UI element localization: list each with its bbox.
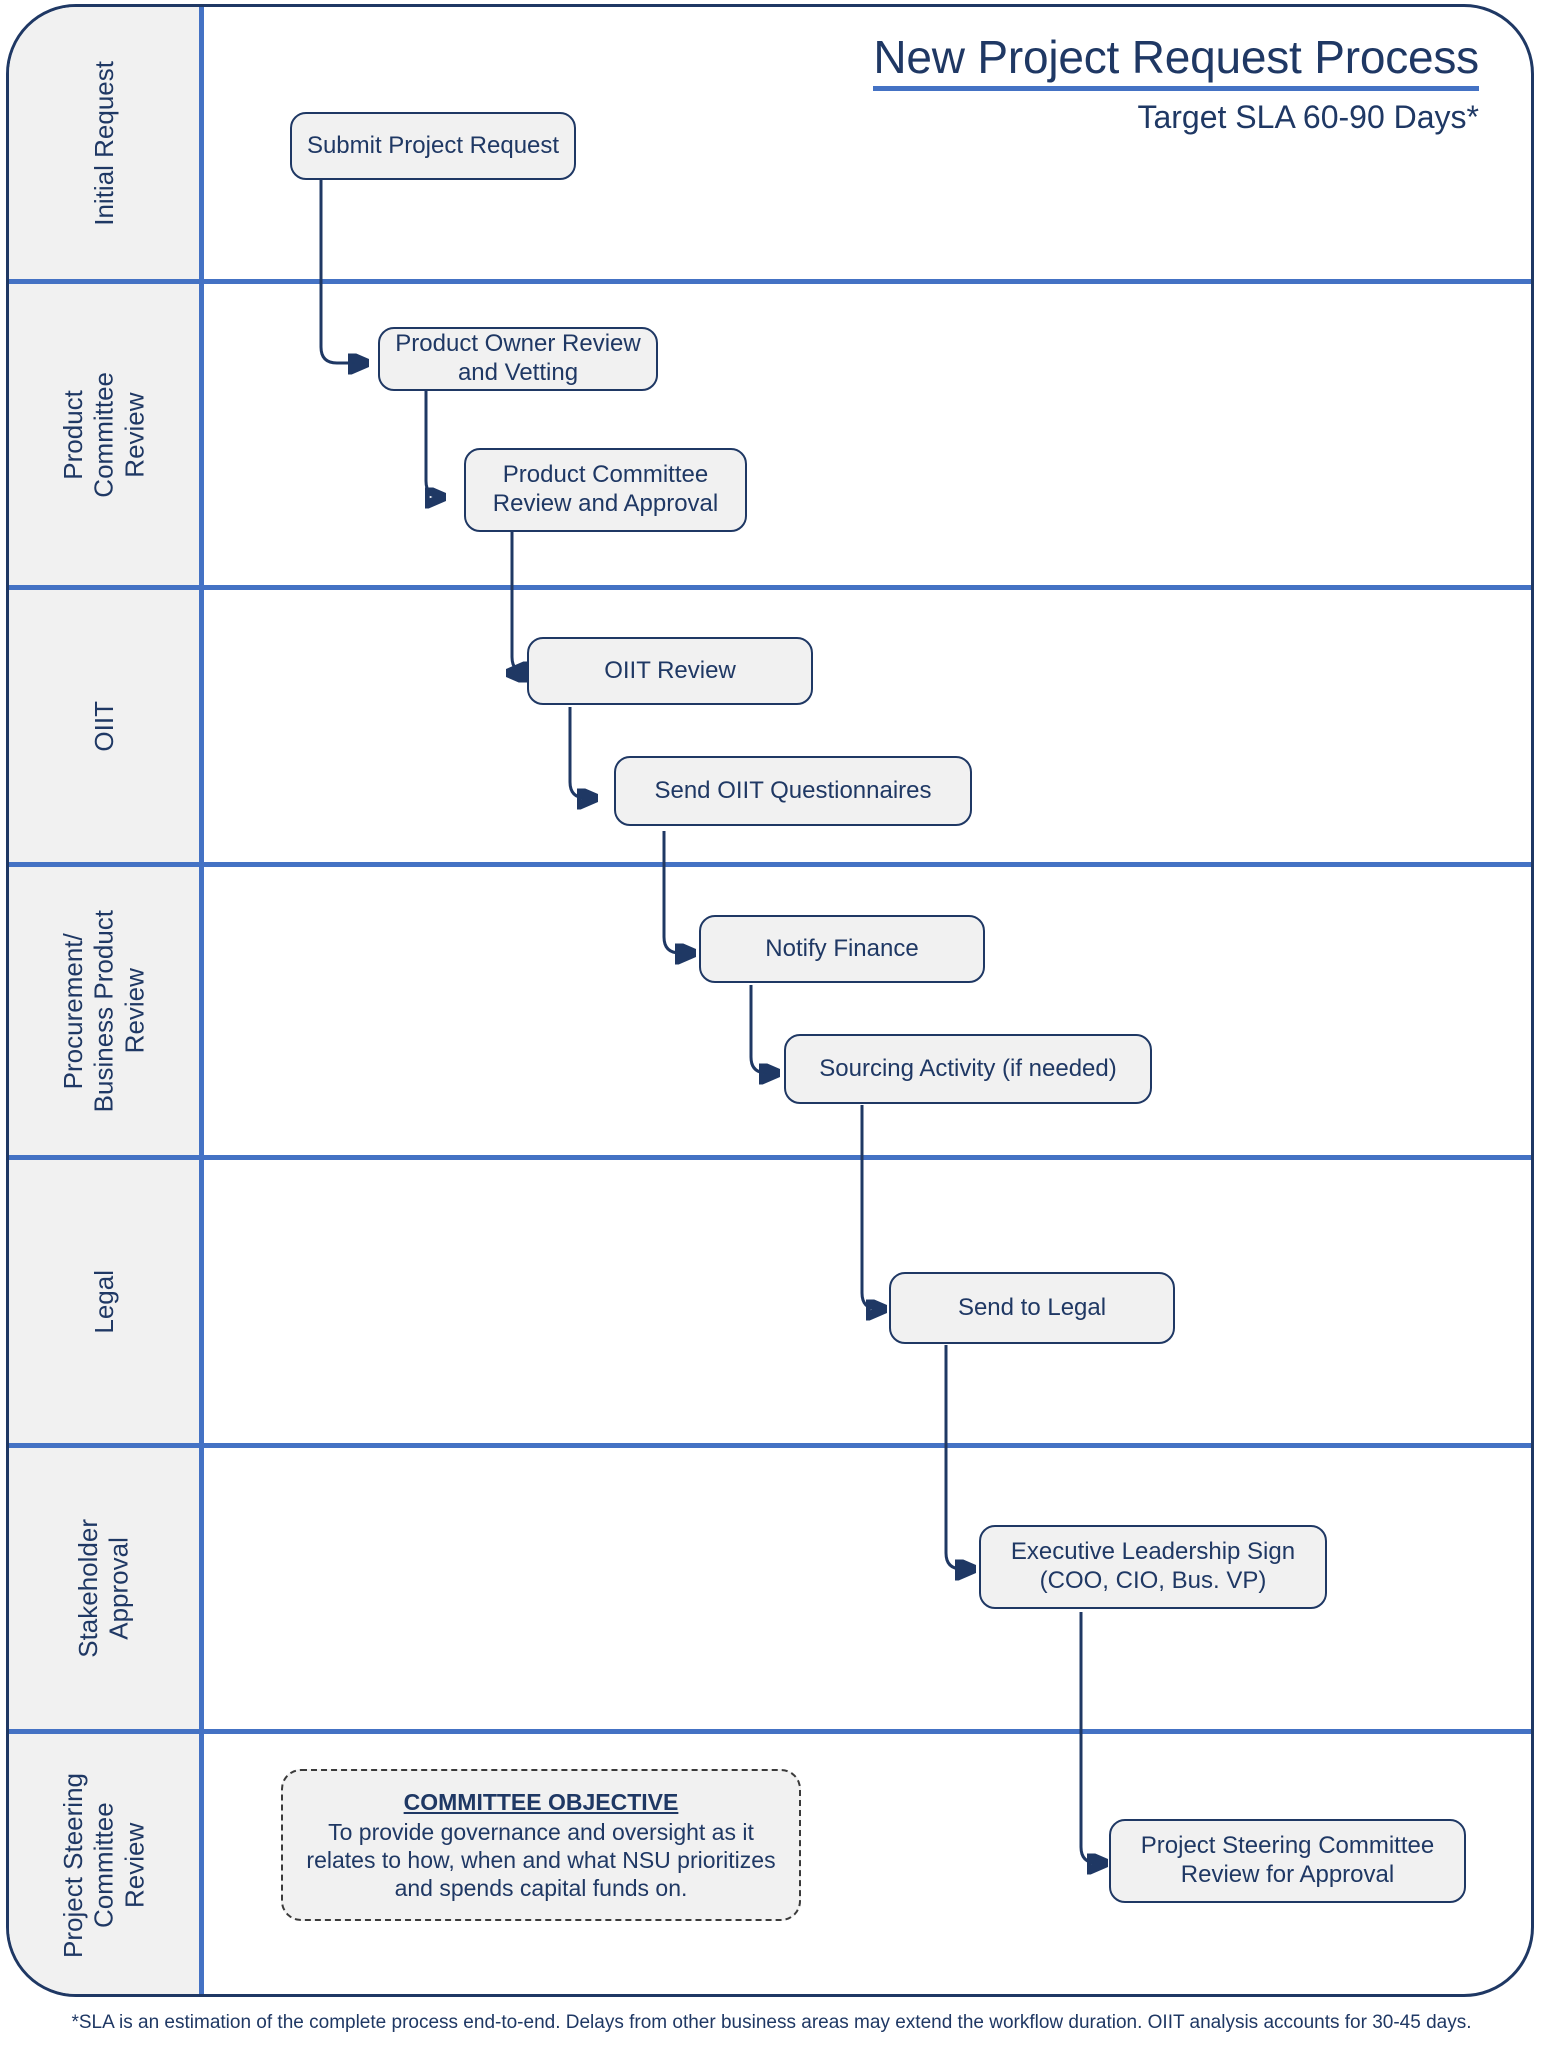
title-block: New Project Request Process Target SLA 6… [779, 33, 1479, 136]
lane-label-text: Procurement/ Business Product Review [57, 909, 150, 1113]
lane-separator-5 [9, 1443, 1531, 1448]
lane-label-text: Initial Request [88, 60, 119, 226]
lane-procurement-business-product-review: Procurement/ Business Product Review [9, 867, 1531, 1155]
lane-label-procurement-business-product-review: Procurement/ Business Product Review [9, 867, 199, 1155]
lane-separator-2 [9, 585, 1531, 590]
node-submit-project-request[interactable]: Submit Project Request [290, 112, 576, 180]
node-notify-finance[interactable]: Notify Finance [699, 915, 985, 983]
node-product-owner-review-and-vetting[interactable]: Product Owner Review and Vetting [378, 327, 658, 391]
lane-label-text: Stakeholder Approval [73, 1519, 134, 1658]
committee-objective-heading: COMMITTEE OBJECTIVE [403, 1788, 679, 1815]
node-sourcing-activity[interactable]: Sourcing Activity (if needed) [784, 1034, 1152, 1104]
lane-label-legal: Legal [9, 1160, 199, 1443]
lane-label-text: Legal [88, 1269, 119, 1334]
lane-label-text: OIIT [88, 700, 119, 752]
lane-label-initial-request: Initial Request [9, 7, 199, 279]
swimlane-diagram-frame: Initial Request Product Committee Review… [6, 4, 1534, 1997]
committee-objective-callout: COMMITTEE OBJECTIVE To provide governanc… [281, 1769, 801, 1921]
lane-product-committee-review: Product Committee Review [9, 284, 1531, 585]
lane-label-text: Product Committee Review [57, 371, 150, 498]
page-title: New Project Request Process [873, 33, 1479, 92]
page-subtitle: Target SLA 60-90 Days* [1137, 99, 1479, 136]
node-executive-leadership-sign[interactable]: Executive Leadership Sign (COO, CIO, Bus… [979, 1525, 1327, 1609]
lane-separator-3 [9, 862, 1531, 867]
lane-legal: Legal [9, 1160, 1531, 1443]
node-send-oiit-questionnaires[interactable]: Send OIIT Questionnaires [614, 756, 972, 826]
lane-separator-1 [9, 279, 1531, 284]
lane-label-column [9, 7, 199, 1994]
lane-label-oiit: OIIT [9, 590, 199, 862]
lane-separator-6 [9, 1729, 1531, 1734]
committee-objective-body: To provide governance and oversight as i… [306, 1818, 776, 1902]
footnote: *SLA is an estimation of the complete pr… [71, 2012, 1472, 2033]
lane-label-stakeholder-approval: Stakeholder Approval [9, 1448, 199, 1729]
node-oiit-review[interactable]: OIIT Review [527, 637, 813, 705]
node-project-steering-committee-review-for-approval[interactable]: Project Steering Committee Review for Ap… [1109, 1819, 1466, 1903]
lane-label-project-steering-committee-review: Project Steering Committee Review [9, 1734, 199, 1994]
lane-label-product-committee-review: Product Committee Review [9, 284, 199, 585]
lane-separator-4 [9, 1155, 1531, 1160]
node-product-committee-review-and-approval[interactable]: Product Committee Review and Approval [464, 448, 747, 532]
node-send-to-legal[interactable]: Send to Legal [889, 1272, 1175, 1344]
lane-column-divider [199, 7, 204, 1994]
lane-label-text: Project Steering Committee Review [57, 1773, 150, 1958]
